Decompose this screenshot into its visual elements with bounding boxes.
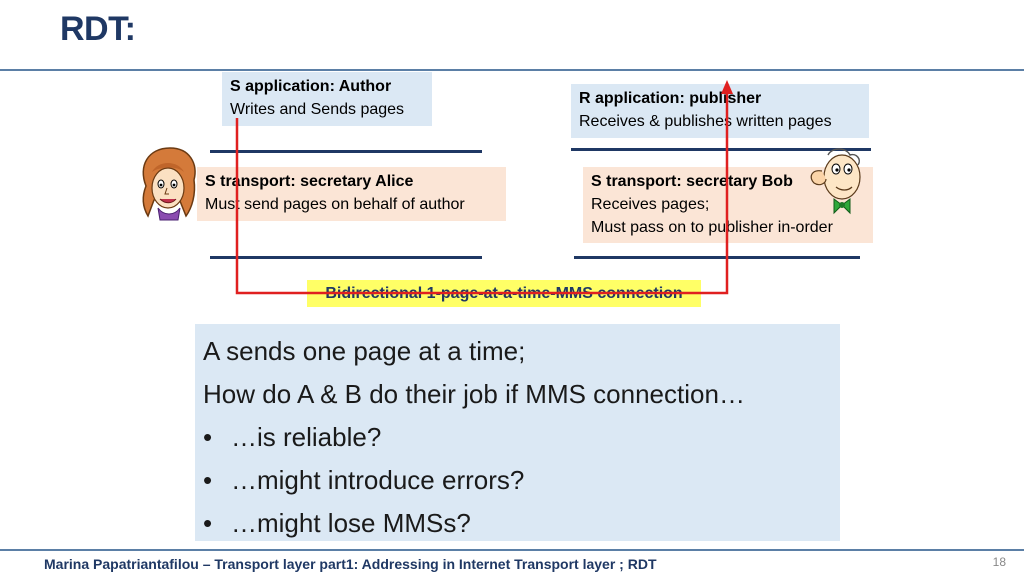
slide-title: RDT: (60, 10, 136, 48)
questions-box: A sends one page at a time; How do A & B… (195, 324, 840, 541)
data-path-line (235, 92, 729, 295)
sender-transport-heading: S transport: secretary Alice (205, 173, 414, 190)
receiver-application-text: Receives & publishes written pages (579, 113, 832, 130)
bullet-icon: • (203, 465, 213, 495)
question-line-1: A sends one page at a time; (203, 336, 526, 366)
slide-footer: Marina Papatriantafilou – Transport laye… (44, 556, 657, 572)
question-line-2: How do A & B do their job if MMS connect… (203, 379, 745, 409)
sender-upper-layer-line (210, 150, 482, 153)
receiver-transport-line1: Receives pages; (591, 196, 710, 213)
bullet-icon: • (203, 422, 213, 452)
sender-application-heading: S application: Author (230, 78, 392, 95)
question-bullet-1-text: …is reliable? (231, 422, 382, 452)
bullet-icon: • (203, 508, 213, 538)
alice-cartoon-icon (142, 147, 196, 221)
receiver-upper-layer-line (571, 148, 871, 151)
arrow-head-icon (721, 80, 733, 94)
receiver-application-box: R application: publisher Receives & publ… (571, 84, 869, 138)
sender-lower-layer-line (210, 256, 482, 259)
page-number: 18 (992, 555, 1006, 569)
question-bullet-3: • …might lose MMSs? (203, 502, 832, 545)
receiver-lower-layer-line (574, 256, 860, 259)
receiver-application-heading: R application: publisher (579, 90, 762, 107)
sender-application-box: S application: Author Writes and Sends p… (222, 72, 432, 126)
sender-application-text: Writes and Sends pages (230, 101, 405, 118)
question-bullet-1: • …is reliable? (203, 416, 832, 459)
receiver-transport-line2: Must pass on to publisher in-order (591, 219, 833, 236)
receiver-transport-heading: S transport: secretary Bob (591, 173, 793, 190)
question-bullet-3-text: …might lose MMSs? (231, 508, 471, 538)
question-bullet-2-text: …might introduce errors? (231, 465, 525, 495)
sender-transport-box: S transport: secretary Alice Must send p… (197, 167, 506, 221)
footer-divider (0, 549, 1024, 551)
bob-cartoon-icon (810, 148, 861, 215)
title-divider (0, 69, 1024, 71)
question-bullet-2: • …might introduce errors? (203, 459, 832, 502)
sender-transport-text: Must send pages on behalf of author (205, 196, 465, 213)
